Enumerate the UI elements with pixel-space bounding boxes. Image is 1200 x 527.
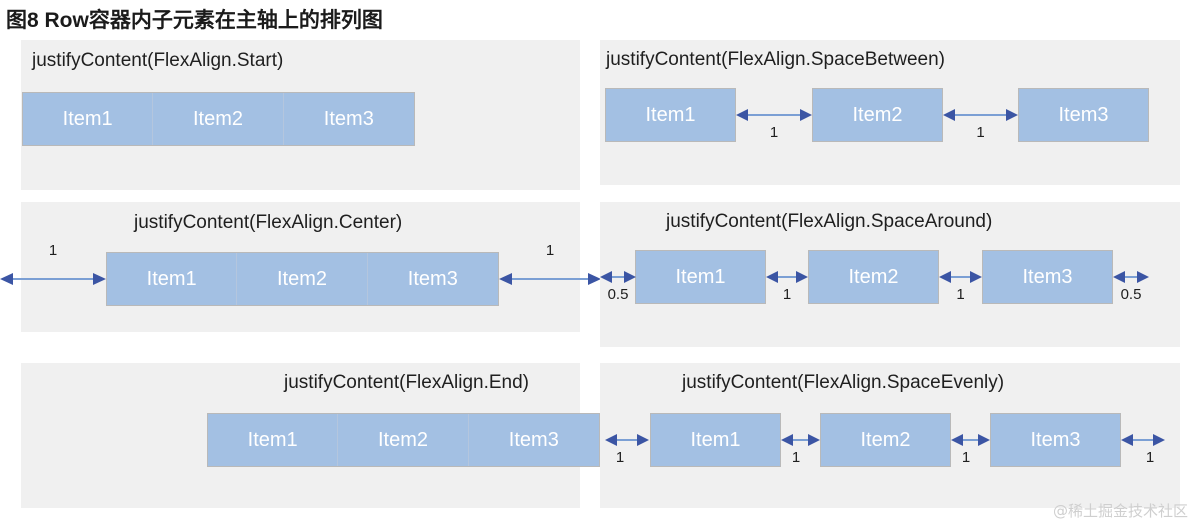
panel-flexalign-start: justifyContent(FlexAlign.Start) Item1 It… [21, 40, 580, 190]
item-box[interactable]: Item1 [650, 413, 781, 467]
item-box[interactable]: Item2 [237, 253, 368, 305]
item-box[interactable]: Item3 [982, 250, 1113, 304]
panel-caption-center: justifyContent(FlexAlign.Center) [134, 212, 403, 233]
gap-label: 1 [782, 286, 792, 303]
panel-flexalign-center: justifyContent(FlexAlign.Center) Item1 I… [0, 202, 601, 332]
gap-label: 1 [48, 242, 58, 259]
gap-arrow [939, 270, 982, 284]
gap-label: 1 [956, 286, 965, 303]
gap-arrow [781, 433, 820, 447]
gap-label: 0.5 [607, 286, 629, 303]
gap-arrow [943, 108, 1018, 122]
panel-flexalign-end: justifyContent(FlexAlign.End) Item1 Item… [21, 363, 600, 508]
gap-arrow [499, 272, 601, 286]
panel-flexalign-spaceevenly: justifyContent(FlexAlign.SpaceEvenly) It… [600, 363, 1180, 508]
item-box[interactable]: Item2 [812, 88, 943, 142]
watermark: @稀土掘金技术社区 [1052, 502, 1188, 520]
item-box[interactable]: Item1 [635, 250, 766, 304]
item-box[interactable]: Item2 [808, 250, 939, 304]
item-box[interactable]: Item3 [990, 413, 1121, 467]
panel-caption-spaceevenly: justifyContent(FlexAlign.SpaceEvenly) [682, 372, 1005, 393]
item-group-start: Item1 Item2 Item3 [22, 92, 415, 146]
gap-label: 1 [545, 242, 555, 259]
gap-label: 1 [769, 124, 779, 141]
gap-arrow [736, 108, 812, 122]
item-box[interactable]: Item1 [605, 88, 736, 142]
item-box[interactable]: Item3 [367, 253, 498, 305]
gap-arrow [0, 272, 106, 286]
gap-label: 0.5 [1120, 286, 1142, 303]
page-title: 图8 Row容器内子元素在主轴上的排列图 [6, 9, 383, 32]
panel-flexalign-spacearound: justifyContent(FlexAlign.SpaceAround) It… [600, 202, 1180, 347]
panel-caption-start: justifyContent(FlexAlign.Start) [32, 50, 284, 71]
gap-arrow [1113, 270, 1149, 284]
item-box[interactable]: Item1 [107, 253, 238, 305]
gap-arrow [605, 433, 649, 447]
item-box[interactable]: Item3 [283, 93, 414, 145]
gap-arrow [766, 270, 808, 284]
panel-caption-spacearound: justifyContent(FlexAlign.SpaceAround) [666, 211, 993, 232]
panel-caption-end: justifyContent(FlexAlign.End) [284, 372, 529, 393]
item-box[interactable]: Item2 [153, 93, 284, 145]
gap-label: 1 [1145, 449, 1155, 466]
item-box[interactable]: Item1 [208, 414, 339, 466]
gap-arrow [951, 433, 990, 447]
gap-label: 1 [976, 124, 985, 141]
panel-flexalign-spacebetween: justifyContent(FlexAlign.SpaceBetween) I… [600, 40, 1180, 185]
gap-label: 1 [961, 449, 971, 466]
item-box[interactable]: Item1 [23, 93, 154, 145]
item-box[interactable]: Item3 [1018, 88, 1149, 142]
gap-arrow [1121, 433, 1165, 447]
item-group-center: Item1 Item2 Item3 [106, 252, 499, 306]
gap-label: 1 [791, 449, 801, 466]
item-box[interactable]: Item3 [468, 414, 599, 466]
gap-label: 1 [615, 449, 625, 466]
item-box[interactable]: Item2 [338, 414, 469, 466]
item-group-end: Item1 Item2 Item3 [207, 413, 600, 467]
item-box[interactable]: Item2 [820, 413, 951, 467]
panel-caption-spacebetween: justifyContent(FlexAlign.SpaceBetween) [606, 49, 946, 70]
gap-arrow [600, 270, 636, 284]
